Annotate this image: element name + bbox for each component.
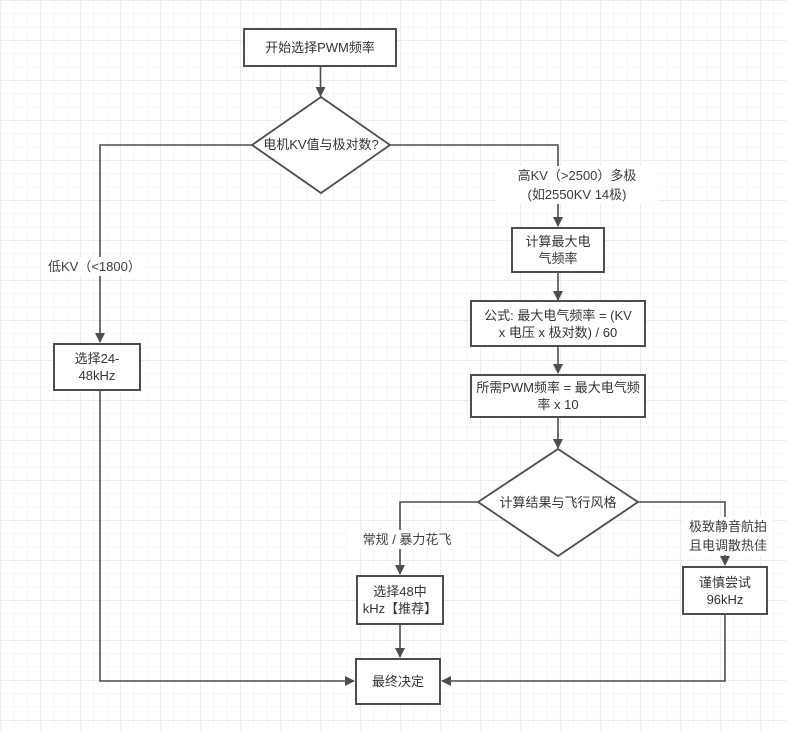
decision-style-diamond[interactable]: [476, 447, 640, 558]
edge-decision2-normal[interactable]: [395, 501, 478, 575]
decision-kv-diamond[interactable]: [250, 95, 392, 195]
edge-label-high-kv-line2: (如2550KV 14极): [527, 187, 627, 202]
edge-label-high-kv[interactable]: 高KV（>2500）多极 (如2550KV 14极): [496, 166, 658, 204]
edge-label-quiet-line1: 极致静音航拍: [688, 519, 767, 534]
node-choose-48khz[interactable]: 选择48中 kHz【推荐】: [356, 575, 444, 625]
node-formula-line1: 公式: 最大电气频率 = (KV: [484, 307, 632, 323]
node-pwm-line1: 所需PWM频率 = 最大电气频: [476, 380, 640, 395]
node-choose-24-48khz[interactable]: 选择24- 48kHz: [53, 343, 141, 391]
node-calc-line1: 计算最大电: [525, 234, 591, 249]
node-final-label: 最终决定: [371, 674, 424, 689]
node-calc-line2: 气频率: [538, 251, 578, 266]
diagram-canvas: 开始选择PWM频率 计算最大电 气频率 公式: 最大电气频率 = (KV x 电…: [0, 0, 786, 731]
node-pwm-required[interactable]: 所需PWM频率 = 最大电气频 率 x 10: [470, 374, 646, 418]
node-formula[interactable]: 公式: 最大电气频率 = (KV x 电压 x 极对数) / 60: [470, 300, 646, 347]
edge-label-high-kv-line1: 高KV（>2500）多极: [517, 168, 637, 183]
edge-label-normal-style[interactable]: 常规 / 暴力花飞: [350, 530, 464, 549]
edge-label-quiet-line2: 且电调散热佳: [688, 538, 767, 553]
decision-kv-label: 电机KV值与极对数?: [263, 137, 379, 152]
node-start-label: 开始选择PWM频率: [265, 40, 375, 55]
node-choose48-line2: kHz【推荐】: [362, 601, 438, 616]
node-choose2448-line2: 48kHz: [78, 368, 116, 383]
edge-choose2448-to-final[interactable]: [99, 391, 355, 686]
edge-decision-low-kv[interactable]: [95, 144, 252, 343]
node-caution-line2: 96kHz: [706, 591, 744, 607]
node-choose2448-line1: 选择24-: [74, 351, 120, 366]
node-formula-line2: x 电压 x 极对数) / 60: [498, 324, 618, 340]
node-choose48-line1: 选择48中: [373, 584, 427, 599]
decision-style-label: 计算结果与飞行风格: [499, 495, 617, 510]
node-caution-line1: 谨慎尝试: [698, 574, 751, 590]
node-start[interactable]: 开始选择PWM频率: [243, 28, 397, 67]
edge-label-low-kv[interactable]: 低KV（<1800）: [46, 257, 143, 276]
node-final-decision[interactable]: 最终决定: [355, 658, 441, 705]
node-caution-96khz[interactable]: 谨慎尝试 96kHz: [682, 566, 768, 615]
node-calc-max-frequency[interactable]: 计算最大电 气频率: [511, 227, 605, 273]
edge-label-quiet-style[interactable]: 极致静音航拍 且电调散热佳: [683, 517, 773, 555]
node-pwm-line2: 率 x 10: [537, 397, 579, 412]
edge-caution-to-final[interactable]: [441, 615, 726, 686]
